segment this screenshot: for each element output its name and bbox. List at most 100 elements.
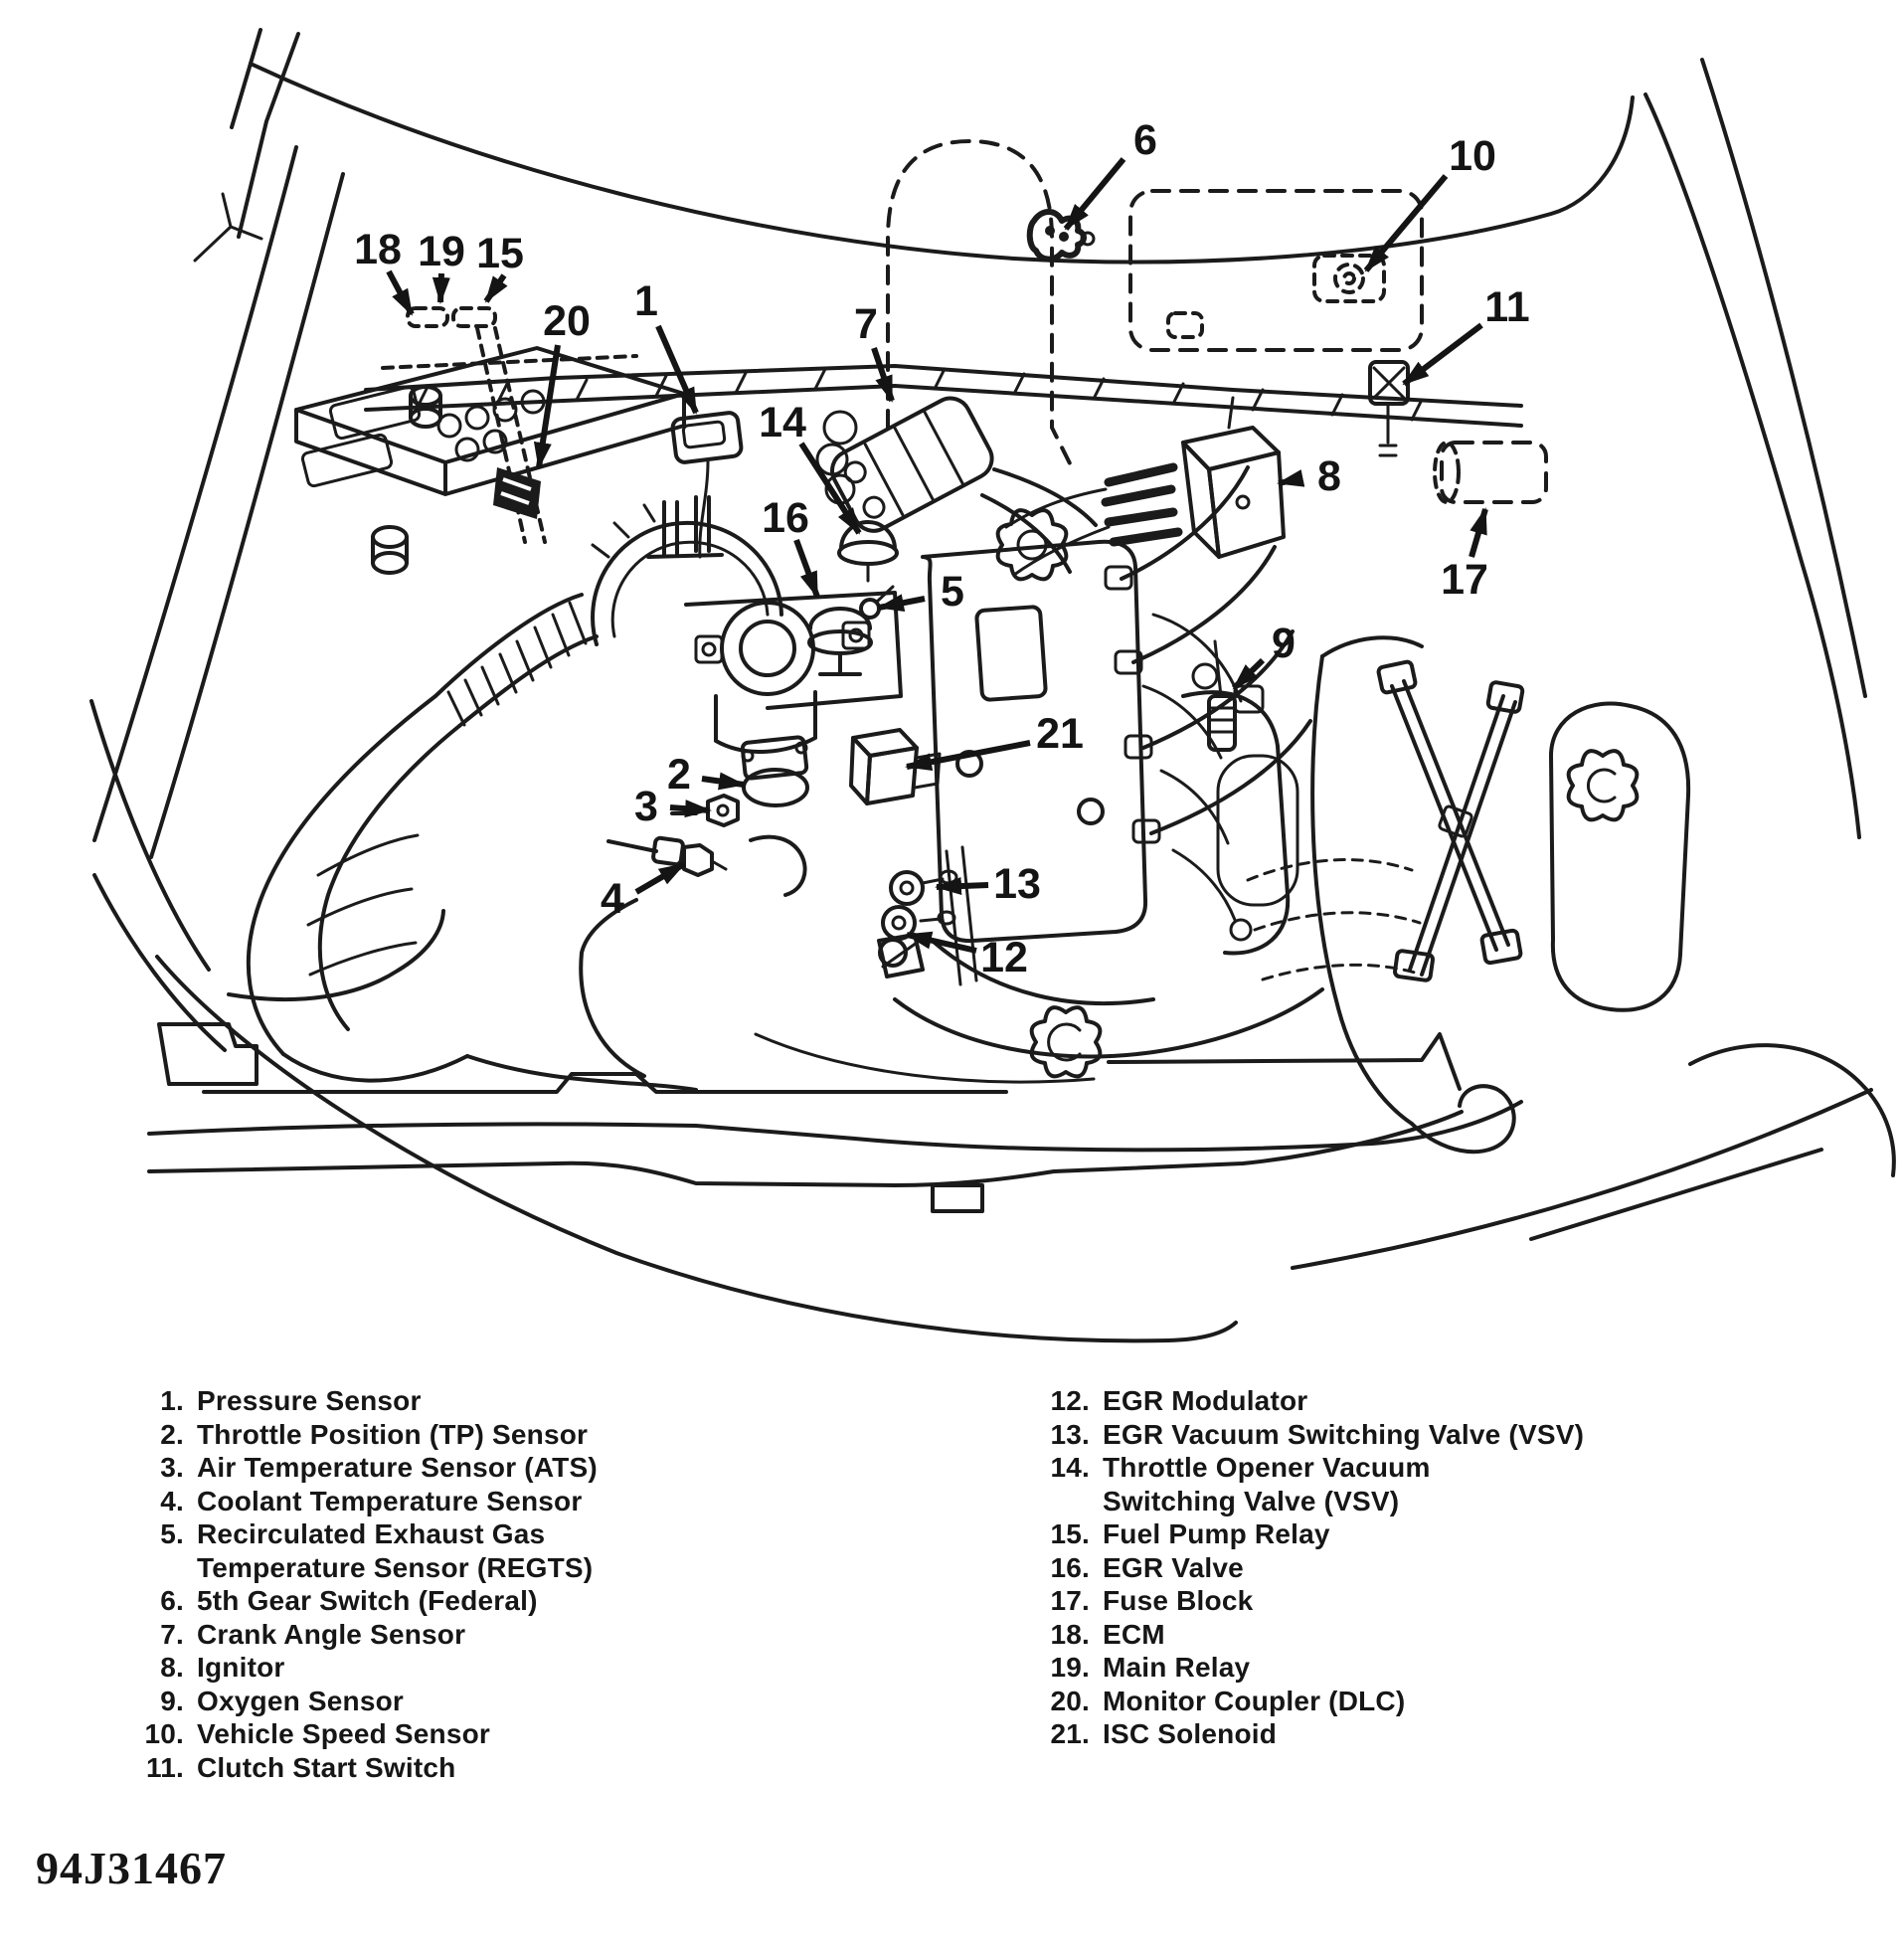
legend-item-label: Clutch Start Switch [197, 1751, 456, 1783]
legend-item: 13.EGR Vacuum Switching Valve (VSV) [1028, 1418, 1584, 1452]
callout-leader-line [432, 272, 450, 304]
legend-item-label: Coolant Temperature Sensor [197, 1485, 583, 1516]
legend-item-number: 18. [1050, 1618, 1090, 1650]
callout-6: 6 [1063, 116, 1157, 231]
legend-item-label: Oxygen Sensor [197, 1685, 405, 1716]
legend-item-number: 9. [160, 1685, 184, 1716]
callout-number: 12 [980, 934, 1028, 981]
callout-7: 7 [854, 300, 895, 403]
legend-item-number: 2. [160, 1418, 184, 1450]
legend-item-label: Throttle Position (TP) Sensor [197, 1418, 589, 1450]
legend-item-number: 20. [1050, 1685, 1090, 1716]
legend-item-number: 10. [144, 1718, 184, 1749]
legend-item-label: 5th Gear Switch (Federal) [197, 1585, 538, 1616]
legend-item: 8.Ignitor [128, 1651, 598, 1685]
callout-leader-line [701, 772, 746, 791]
callout-number: 17 [1441, 556, 1488, 604]
legend-item: 11. Clutch Start Switch [128, 1751, 598, 1785]
callout-leader-line [798, 442, 862, 535]
callout-leader-line [483, 273, 508, 303]
callout-number: 9 [1272, 620, 1296, 667]
callout-number: 21 [1036, 710, 1084, 758]
callout-leader-line [1063, 157, 1126, 231]
legend-item: 10. Vehicle Speed Sensor [128, 1717, 598, 1751]
callout-leader-line [871, 347, 895, 403]
callout-number: 6 [1133, 116, 1157, 164]
legend-item-label: ISC Solenoid [1103, 1718, 1278, 1749]
legend-item-number: 17. [1050, 1585, 1090, 1616]
callout-leader-line [905, 931, 977, 954]
callout-number: 10 [1449, 132, 1496, 180]
callout-leader-line [1363, 174, 1449, 272]
callout-leader-line [1277, 469, 1305, 487]
legend-item-label: Ignitor [197, 1652, 285, 1683]
reservoir-cap [1566, 749, 1640, 822]
legend-item-label: Pressure Sensor [197, 1385, 422, 1416]
callout-number: 15 [476, 230, 524, 277]
legend-item-number: 16. [1050, 1551, 1090, 1583]
callout-leader-line [386, 269, 415, 316]
small-components [1004, 209, 1410, 577]
legend-item-label: ECM [1103, 1618, 1165, 1650]
callout-leader-line [1469, 507, 1488, 558]
callout-15: 15 [476, 230, 524, 303]
front-crossmember [147, 909, 1523, 1213]
legend-item-number: 11. [146, 1751, 184, 1783]
callout-16: 16 [762, 494, 820, 599]
callout-2: 2 [667, 751, 746, 799]
legend-item: 2. Throttle Position (TP) Sensor [128, 1418, 598, 1452]
legend-item-label: Vehicle Speed Sensor [197, 1718, 491, 1749]
callout-leader-line [655, 324, 699, 415]
callout-13: 13 [935, 860, 1041, 908]
battery-terminal [409, 385, 442, 429]
radiator-cap [1029, 1005, 1103, 1079]
legend-item-number: 12. [1050, 1385, 1090, 1416]
legend-item-number: 19. [1050, 1652, 1090, 1683]
legend-item: 3.Air Temperature Sensor (ATS) [128, 1451, 598, 1485]
callout-leader-line [669, 800, 712, 818]
callout-leader-line [935, 877, 989, 896]
callout-5: 5 [877, 568, 964, 616]
oxygen-sensor [1207, 639, 1265, 752]
callout-number: 11 [1484, 283, 1529, 331]
throttle-opener-vsv [837, 520, 899, 583]
callout-9: 9 [1231, 620, 1296, 691]
coolant-reservoir [1549, 701, 1691, 1012]
legend-item-label: Monitor Coupler (DLC) [1103, 1685, 1406, 1716]
callout-3: 3 [634, 783, 712, 830]
firewall-dome-dashed [886, 139, 1074, 469]
callout-21: 21 [905, 710, 1084, 772]
callout-number: 18 [354, 226, 402, 273]
isc-solenoid [849, 728, 942, 805]
egr-modulator [877, 933, 925, 979]
legend-item: 21.ISC Solenoid [1028, 1717, 1584, 1751]
legend-item-label: EGR Valve [1103, 1551, 1244, 1583]
legend-item-label: Crank Angle Sensor [197, 1618, 466, 1650]
valve-cover-engine [754, 465, 1324, 1084]
callout-11: 11 [1402, 283, 1530, 387]
callout-leader-line [877, 594, 926, 613]
callout-10: 10 [1363, 132, 1496, 272]
legend-item-number: 4. [160, 1485, 184, 1516]
callout-number: 19 [418, 228, 465, 275]
vehicle-speed-sensor-dashed [1312, 254, 1386, 303]
air-intake-duct [246, 593, 698, 1092]
legend-item-label: Fuse Block [1103, 1585, 1254, 1616]
figure-part-code: 94J31467 [36, 1843, 227, 1893]
legend-item: 1.Pressure Sensor [128, 1384, 598, 1418]
callout-number: 20 [543, 297, 591, 345]
legend-item: 6. 5th Gear Switch (Federal) [128, 1584, 598, 1618]
legend-item-label: Air Temperature Sensor (ATS) [197, 1452, 598, 1483]
callout-20: 20 [533, 297, 591, 469]
callout-number: 13 [993, 860, 1041, 908]
legend-item-number: 7. [160, 1618, 184, 1650]
egr-valve [807, 607, 873, 676]
pressure-sensor [670, 411, 744, 559]
legend-item-number: 6. [160, 1585, 184, 1616]
